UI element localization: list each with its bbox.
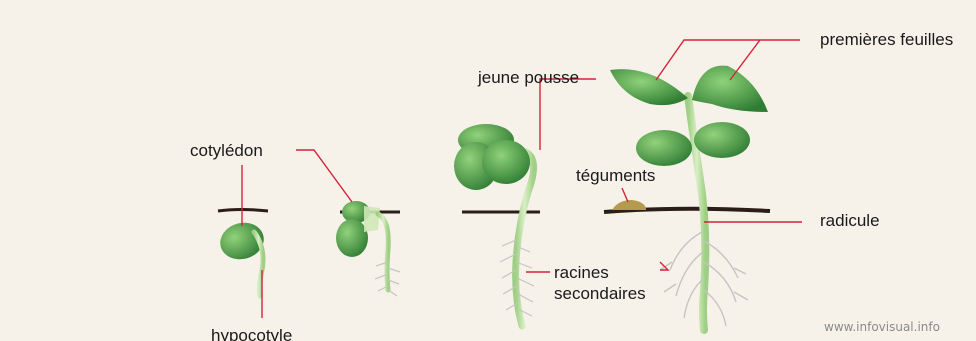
leader-cotyledon-2 <box>296 150 352 202</box>
germination-stage-2 <box>336 201 400 296</box>
label-secondary-roots-line-2: secondaires <box>554 283 646 304</box>
leader-seed-coat <box>622 188 628 202</box>
label-hypocotyl: hypocotyle <box>211 326 292 341</box>
source-credit: www.infovisual.info <box>824 320 940 334</box>
label-seed-coat: téguments <box>576 166 655 186</box>
seed-coat <box>364 206 380 232</box>
cotyledon-middle <box>482 140 530 184</box>
label-secondary-roots-line-1: racines <box>554 262 646 283</box>
first-leaf-left <box>610 69 688 105</box>
label-young-shoot: jeune pousse <box>478 68 579 88</box>
soil-line <box>218 210 268 212</box>
shoot-stem <box>378 214 388 290</box>
cotyledon-right <box>694 122 750 158</box>
leader-young-shoot <box>540 79 596 150</box>
germination-stage-3 <box>454 124 540 326</box>
first-leaf-right <box>692 66 768 112</box>
seed-cotyledon-lower <box>336 219 368 257</box>
label-secondary-roots: racines secondaires <box>554 262 646 304</box>
label-first-leaves: premières feuilles <box>820 30 953 50</box>
label-radicle: radicule <box>820 211 880 231</box>
label-cotyledon: cotylédon <box>190 141 263 161</box>
seed-coat-remnant <box>612 200 646 210</box>
cotyledon-left <box>636 130 692 166</box>
